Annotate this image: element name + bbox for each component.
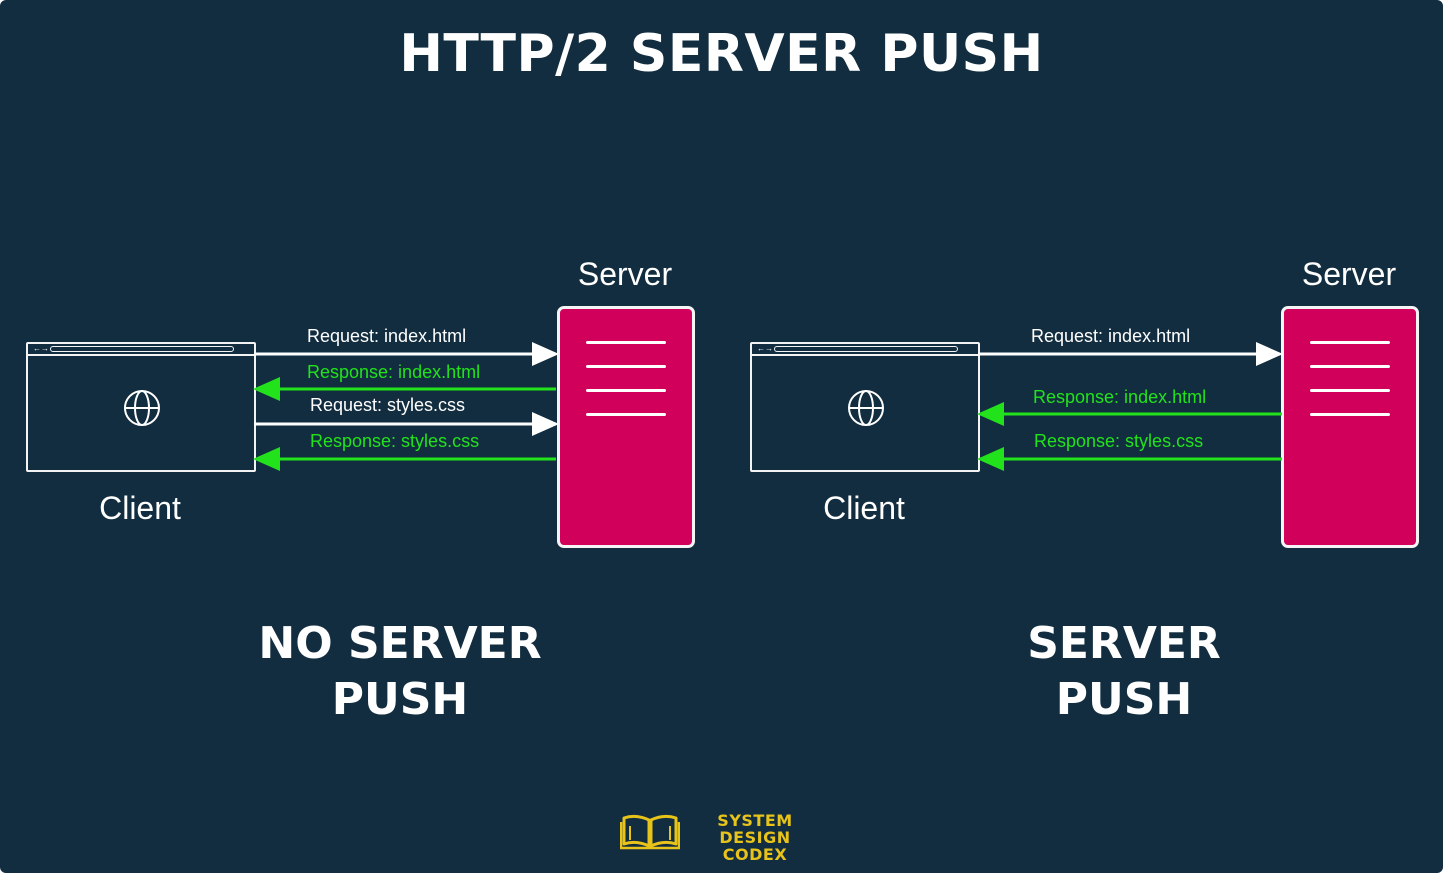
diagram-title: HTTP/2 SERVER PUSH <box>399 24 1044 84</box>
client-label: Client <box>823 490 905 526</box>
globe-icon <box>848 390 884 426</box>
caption-line: PUSH <box>331 674 469 725</box>
open-book-icon <box>620 814 680 850</box>
message-label: Request: styles.css <box>310 395 466 415</box>
address-bar <box>774 346 958 352</box>
message-arrows <box>253 342 559 471</box>
message-label: Request: index.html <box>1031 326 1191 346</box>
logo-line: SYSTEM DESIGN <box>717 811 793 847</box>
logo-text: SYSTEM DESIGN CODEX <box>684 812 826 863</box>
brand-logo: SYSTEM DESIGN CODEX <box>620 808 830 863</box>
server-rack-line <box>1310 365 1390 368</box>
server-rack-line <box>1310 341 1390 344</box>
address-bar <box>50 346 234 352</box>
server-box <box>1281 306 1419 548</box>
server-rack-line <box>1310 413 1390 416</box>
server-label: Server <box>1301 256 1397 292</box>
browser-toolbar: ←→ <box>28 344 254 356</box>
client-label: Client <box>99 490 181 526</box>
caption-line: PUSH <box>1055 674 1193 725</box>
nav-arrows-icon: ←→ <box>33 344 49 353</box>
server-rack-line <box>586 341 666 344</box>
server-rack-line <box>586 413 666 416</box>
message-label: Request: index.html <box>307 326 467 346</box>
logo-line: CODEX <box>722 845 788 864</box>
diagram-canvas: HTTP/2 SERVER PUSH ←→ Client Server <box>0 0 1443 873</box>
message-label: Response: index.html <box>307 362 481 382</box>
globe-icon <box>124 390 160 426</box>
client-browser-window: ←→ <box>26 342 256 472</box>
message-arrows <box>977 342 1283 471</box>
panel-caption: NO SERVER PUSH <box>80 616 720 728</box>
server-label: Server <box>577 256 673 292</box>
server-rack-line <box>586 365 666 368</box>
message-label: Response: styles.css <box>310 431 480 451</box>
browser-toolbar: ←→ <box>752 344 978 356</box>
server-rack-line <box>586 389 666 392</box>
panel-server-push: ←→ Client Server <box>724 0 1443 873</box>
panel-no-server-push: ←→ Client Server <box>0 0 720 873</box>
nav-arrows-icon: ←→ <box>757 344 773 353</box>
caption-line: SERVER <box>1027 618 1221 669</box>
message-label: Response: styles.css <box>1034 431 1204 451</box>
message-label: Response: index.html <box>1033 387 1207 407</box>
panel-caption: SERVER PUSH <box>804 616 1443 728</box>
caption-line: NO SERVER <box>258 618 542 669</box>
server-rack-line <box>1310 389 1390 392</box>
